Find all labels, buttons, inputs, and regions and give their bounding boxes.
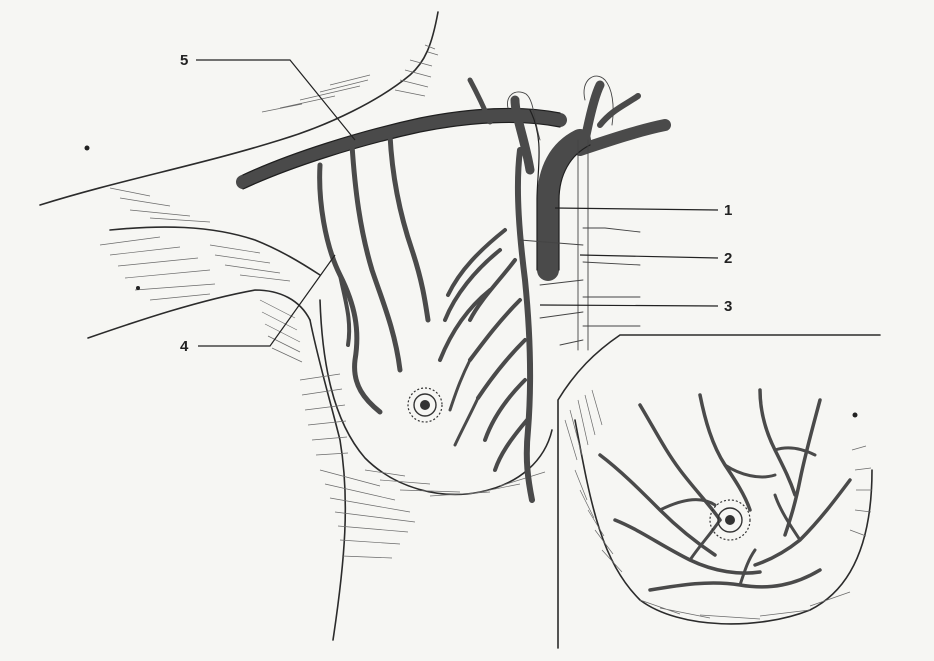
arm-outline-lower xyxy=(88,290,310,338)
shading-hatching xyxy=(100,45,872,619)
label-3: 3 xyxy=(724,298,732,315)
internal-thoracic-vein-trunk xyxy=(548,140,580,270)
leader-line-1 xyxy=(555,208,718,210)
arm-outline-upper xyxy=(110,227,320,275)
superficial-veins-left-breast xyxy=(320,135,532,500)
label-5: 5 xyxy=(180,52,188,69)
callouts: 5 1 2 3 4 xyxy=(180,52,732,355)
leader-line-5 xyxy=(196,60,355,140)
right-breast-venous-network xyxy=(600,390,850,590)
major-veins xyxy=(243,76,665,270)
brachiocephalic-vein xyxy=(580,125,665,150)
label-1: 1 xyxy=(724,202,732,219)
dot-mark xyxy=(853,413,858,418)
dot-mark xyxy=(85,146,90,151)
leader-line-4 xyxy=(198,255,335,346)
label-2: 2 xyxy=(724,250,732,267)
inset-frame xyxy=(558,335,880,648)
jugular-vein-right xyxy=(585,85,600,140)
shoulder-outline xyxy=(40,12,438,205)
subclavian-vein xyxy=(243,115,560,182)
left-nipple xyxy=(408,388,442,422)
label-4: 4 xyxy=(180,338,189,355)
dot-mark xyxy=(136,286,140,290)
leader-line-2 xyxy=(580,255,718,258)
leader-line-3 xyxy=(540,305,718,306)
